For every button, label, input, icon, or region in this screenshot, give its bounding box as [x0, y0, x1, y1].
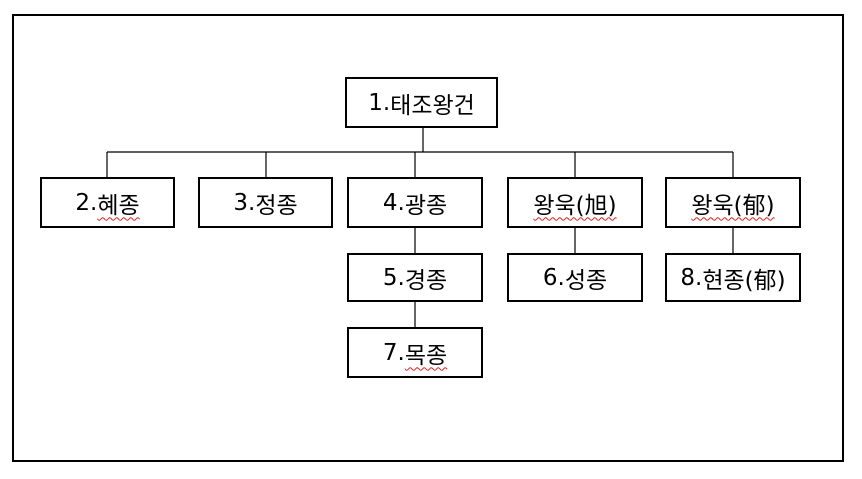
node-10-number: 7. — [382, 339, 405, 366]
node-3-number: 3. — [233, 189, 256, 216]
node-6-seongjong: 6.성종 — [507, 253, 643, 302]
node-1-number: 1. — [368, 89, 391, 116]
node-4-label: 광종 — [404, 192, 448, 219]
node-1-label: 태조왕건 — [390, 92, 475, 119]
node-wanguk-yu: 왕욱(郁) — [665, 177, 801, 228]
node-9-label: 현종(郁) — [702, 267, 786, 294]
node-3-label: 정종 — [255, 192, 298, 219]
node-10-label: 목종 — [404, 342, 448, 369]
node-wanguk-xu: 왕욱(旭) — [507, 177, 643, 228]
node-9-number: 8. — [680, 264, 703, 291]
node-6-label: 왕욱(郁) — [691, 192, 775, 219]
node-8-label: 성종 — [564, 267, 608, 294]
node-4-gwangjong: 4.광종 — [347, 177, 483, 228]
node-7-mokjong: 7.목종 — [347, 327, 483, 378]
node-2-number: 2. — [75, 189, 98, 216]
node-4-number: 4. — [382, 189, 405, 216]
node-3-jeongjong: 3.정종 — [198, 177, 333, 228]
diagram-frame — [12, 14, 844, 462]
node-2-label: 혜종 — [97, 192, 140, 219]
node-5-gyeongjong: 5.경종 — [347, 253, 483, 302]
node-5-label: 왕욱(旭) — [533, 192, 617, 219]
node-7-number: 5. — [382, 264, 405, 291]
node-1-taejo-wanggeon: 1.태조왕건 — [345, 77, 498, 128]
node-8-number: 6. — [542, 264, 565, 291]
node-2-hyejong: 2.혜종 — [40, 177, 175, 228]
node-8-hyeonjong: 8.현종(郁) — [665, 253, 801, 302]
node-7-label: 경종 — [404, 267, 448, 294]
